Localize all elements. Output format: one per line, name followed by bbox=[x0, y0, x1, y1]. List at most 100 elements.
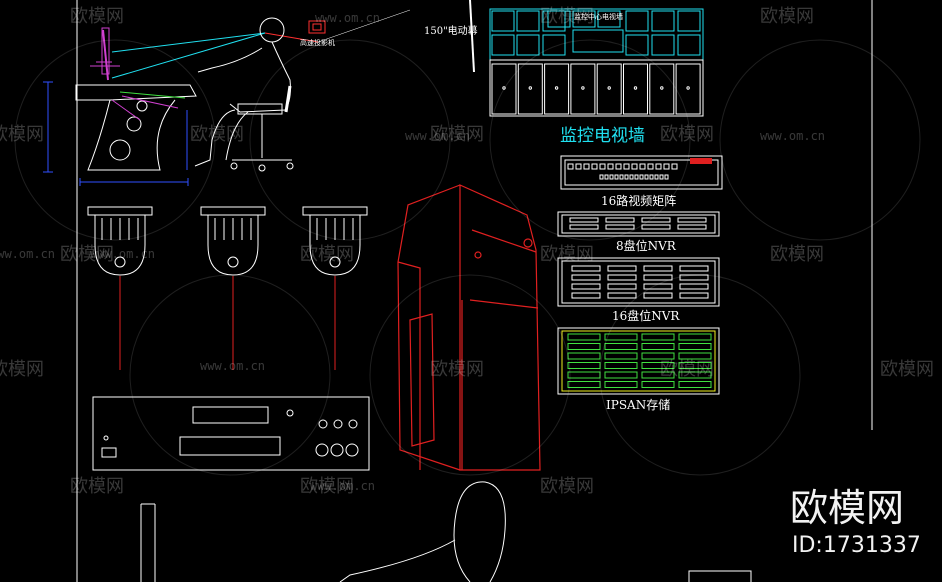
dome-camera bbox=[87, 206, 153, 370]
cabinet-knob bbox=[607, 86, 611, 90]
drive-bay bbox=[605, 217, 635, 223]
drive-bay bbox=[607, 292, 637, 299]
frame-lines bbox=[76, 0, 873, 582]
nvr8-device bbox=[557, 211, 720, 237]
watermark-brand: 欧模网 bbox=[60, 244, 114, 265]
screen-label: 150"电动幕 bbox=[424, 24, 478, 37]
bottom-person-figure bbox=[140, 481, 752, 582]
tv-screen bbox=[625, 10, 649, 32]
cabinet-knob bbox=[502, 86, 506, 90]
storage-bay bbox=[641, 381, 675, 388]
drive-bay bbox=[571, 292, 601, 299]
video-matrix-device bbox=[560, 155, 723, 190]
tv-screen bbox=[542, 34, 566, 56]
screen-icon bbox=[469, 0, 475, 73]
watermark-url: www.om.cn bbox=[0, 247, 55, 261]
projector-label: 高速投影机 bbox=[300, 38, 335, 47]
nvr8-label: 8盘位NVR bbox=[616, 238, 677, 253]
tv-screen bbox=[651, 10, 675, 32]
projector-icon bbox=[308, 20, 326, 34]
matrix-button bbox=[639, 163, 646, 170]
tv-cabinet-door bbox=[675, 63, 701, 115]
watermark-brand: 欧模网 bbox=[660, 124, 714, 145]
drive-bay bbox=[677, 217, 707, 223]
drive-bay bbox=[571, 274, 601, 281]
cabinet-knob bbox=[660, 86, 664, 90]
watermark-brand: 欧模网 bbox=[540, 244, 594, 265]
storage-bay bbox=[604, 381, 638, 388]
watermark-brand: 欧模网 bbox=[70, 476, 124, 497]
tv-wall-header: 监控中心电视墙 bbox=[574, 12, 623, 21]
watermark-ring bbox=[249, 39, 451, 241]
drive-bay bbox=[643, 265, 673, 272]
matrix-button bbox=[591, 163, 598, 170]
drive-bay bbox=[571, 283, 601, 290]
storage-bay bbox=[604, 333, 638, 341]
kiosk-console bbox=[397, 184, 541, 471]
watermark-brand: 欧模网 bbox=[770, 244, 824, 265]
matrix-button bbox=[644, 174, 649, 180]
watermark-brand: 欧模网 bbox=[190, 124, 244, 145]
matrix-button bbox=[671, 163, 678, 170]
watermark-brand: 欧模网 bbox=[430, 359, 484, 380]
storage-bay bbox=[604, 371, 638, 379]
drive-bay bbox=[571, 265, 601, 272]
tv-screen bbox=[491, 34, 515, 56]
ipsan-label: IPSAN存储 bbox=[606, 397, 670, 412]
dome-camera bbox=[302, 206, 368, 370]
ipsan-device bbox=[557, 327, 720, 395]
watermark-url: www.om.cn bbox=[310, 479, 375, 493]
watermark-brand: 欧模网 bbox=[70, 6, 124, 27]
cabinet-knob bbox=[633, 86, 638, 90]
watermark-ring bbox=[129, 274, 331, 476]
matrix-button bbox=[624, 174, 629, 180]
storage-bay bbox=[567, 362, 601, 369]
drive-bay bbox=[679, 292, 709, 299]
tv-screen bbox=[491, 10, 515, 32]
tv-screen bbox=[547, 10, 571, 28]
matrix-button bbox=[619, 174, 624, 180]
tv-cabinet-door bbox=[649, 63, 675, 115]
matrix-button bbox=[629, 174, 634, 180]
drive-bay bbox=[607, 265, 637, 272]
cabinet-knob bbox=[581, 86, 585, 90]
tv-screen bbox=[516, 10, 540, 32]
watermark-ring bbox=[14, 39, 216, 241]
drive-bay bbox=[679, 274, 709, 281]
storage-bay bbox=[567, 333, 601, 341]
matrix-button bbox=[599, 163, 606, 170]
matrix-button bbox=[623, 163, 630, 170]
storage-bay bbox=[678, 371, 712, 379]
matrix-button bbox=[654, 174, 659, 180]
tv-cabinet-door bbox=[491, 63, 517, 115]
drive-bay bbox=[643, 292, 673, 299]
tv-screen bbox=[677, 10, 701, 32]
matrix-button bbox=[583, 163, 590, 170]
matrix-button bbox=[663, 163, 670, 170]
storage-bay bbox=[678, 333, 712, 341]
drive-bay bbox=[605, 224, 635, 230]
watermark-url: www.om.cn bbox=[760, 129, 825, 143]
tv-wall bbox=[489, 8, 704, 117]
watermark-brand: 欧模网 bbox=[540, 476, 594, 497]
drive-bay bbox=[677, 224, 707, 230]
tv-cabinet-door bbox=[544, 63, 570, 115]
watermark-url: www.om.cn bbox=[315, 11, 380, 25]
storage-bay bbox=[567, 352, 601, 360]
storage-bay bbox=[641, 352, 675, 360]
storage-bay bbox=[678, 343, 712, 350]
storage-bay bbox=[604, 352, 638, 360]
watermarks: 欧模网欧模网欧模网欧模网欧模网欧模网欧模网欧模网欧模网欧模网欧模网欧模网欧模网欧… bbox=[0, 6, 934, 497]
storage-bay bbox=[641, 371, 675, 379]
dome-cameras bbox=[87, 206, 368, 370]
watermark-url: www.om.cn bbox=[200, 359, 265, 373]
tv-cabinet-door bbox=[517, 63, 543, 115]
tv-screen bbox=[597, 10, 621, 28]
tv-screen bbox=[677, 34, 701, 56]
tv-cabinet-door bbox=[596, 63, 622, 115]
matrix-button bbox=[631, 163, 638, 170]
cabinet-knob bbox=[528, 86, 532, 90]
storage-bay bbox=[567, 371, 601, 379]
matrix-button bbox=[609, 174, 614, 180]
